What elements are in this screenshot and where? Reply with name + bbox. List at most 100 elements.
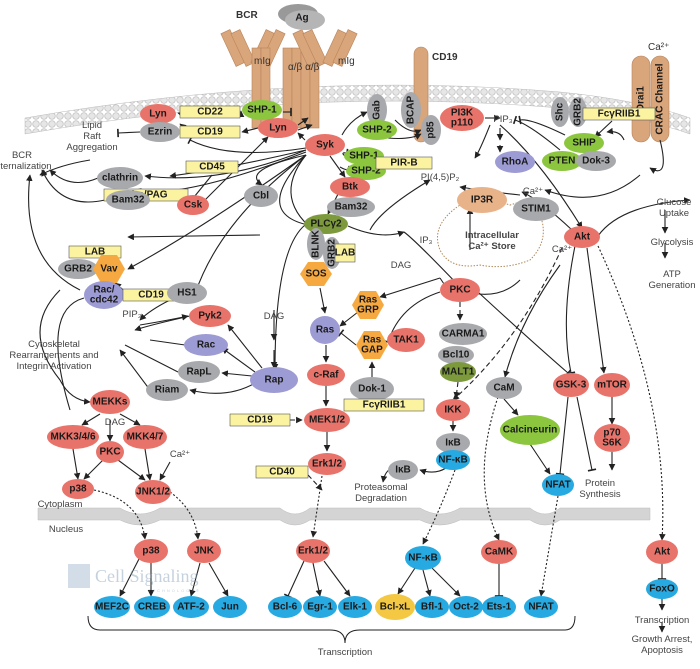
activation-edge (127, 233, 261, 241)
node-label: FcγRIIB1 (598, 109, 641, 120)
node-akt2: Akt (646, 540, 678, 564)
node-vav: Vav (93, 255, 125, 283)
node-bcl10: Bcl10 (438, 346, 474, 364)
node-lyn1: Lyn (140, 104, 176, 124)
activation-edge (394, 119, 422, 136)
node-label: Bam32 (335, 202, 368, 213)
node-pkc2: PKC (96, 441, 124, 463)
dag-rap-label: DAG (264, 311, 285, 322)
node-label: Ras (359, 295, 378, 306)
node-rhoa: RhoA (495, 151, 535, 173)
transcription-foxo-label: Transcription (635, 615, 690, 626)
node-label: Erk1/2 (312, 459, 342, 470)
node-erk2: Erk1/2 (296, 539, 330, 563)
node-label: GRB2 (64, 264, 92, 275)
node-grb2a: GRB2 (569, 97, 587, 127)
node-jnk: JNK (187, 539, 221, 563)
node-foxo: FoxO (646, 579, 678, 599)
transcription-bracket (87, 615, 576, 644)
inhibition-edge (187, 135, 307, 154)
node-dok1: Dok-1 (350, 377, 394, 401)
node-hs1: HS1 (167, 282, 207, 304)
cell-signaling-logo: Cell Signaling TECHNOLOGY® (68, 564, 199, 593)
node-clathrin: clathrin (97, 167, 143, 189)
node-bclxl: Bcl-xL (375, 594, 415, 620)
glucose-uptake-label: Uptake (659, 208, 689, 219)
node-label: PKC (449, 285, 470, 296)
node-camk: CaMK (481, 540, 517, 564)
inhibition-edge (337, 329, 357, 346)
activation-edge (144, 448, 153, 481)
node-p85: p85 (421, 115, 441, 145)
node-label: Bfl-1 (421, 602, 444, 613)
lipid-raft-label: Aggregation (66, 142, 117, 153)
node-cd40: CD40 (255, 465, 309, 479)
node-lyn2: Lyn (258, 118, 298, 138)
mig-left-label: mIg (254, 56, 271, 67)
transcription-bottom-label: Transcription (318, 647, 373, 658)
node-mekks: MEKKs (90, 390, 130, 414)
node-label: BLNK (311, 229, 322, 258)
growth-arrest-label: Apoptosis (641, 645, 683, 656)
ca-akt-label: Ca²⁺ (552, 244, 572, 255)
node-label: JNK (194, 546, 215, 557)
dag-mekk-label: DAG (105, 417, 126, 428)
activation-edge (59, 379, 91, 405)
node-label: clathrin (102, 173, 138, 184)
activation-edge (72, 448, 81, 480)
activation-edge (279, 154, 314, 229)
pip3-top-label: PIP₃ (493, 114, 512, 125)
node-bfl1: Bfl-1 (415, 596, 449, 618)
node-label: GRB2 (327, 239, 338, 267)
activation-edge (307, 474, 323, 491)
node-label: SOS (305, 269, 326, 280)
activation-edge (139, 314, 189, 326)
node-label: MKK3/4/6 (50, 432, 95, 443)
node-fcg1: FcγRIIB1 (582, 107, 656, 121)
node-label: LAB (335, 248, 356, 259)
pi45p2-label: PI(4,5)P₂ (421, 172, 460, 183)
node-label: CD40 (269, 467, 295, 478)
activation-edge (119, 556, 141, 597)
node-cbl: Cbl (244, 185, 278, 207)
node-nfkb1: NF-κB (436, 450, 470, 470)
activation-edge (124, 344, 179, 373)
node-label: Erk1/2 (298, 546, 328, 557)
node-mef2c: MEF2C (94, 596, 130, 618)
node-nfat2: NFAT (524, 596, 558, 618)
node-label: GRP (357, 305, 379, 316)
protein-synthesis-label: Protein (585, 478, 615, 489)
node-label: MEKKs (92, 397, 127, 408)
node-label: PI3K (451, 108, 474, 119)
node-label: p38 (142, 546, 160, 557)
node-label: p85 (426, 121, 437, 139)
annotation-labels: LipidRaftAggregationBCRInternalizationCy… (0, 114, 696, 658)
activation-edge (474, 124, 491, 159)
node-label: Lyn (149, 109, 166, 120)
ca-mid-label: Ca²⁺ (523, 186, 543, 197)
node-rac: Rac (184, 334, 228, 356)
node-csk: Csk (177, 195, 209, 215)
node-label: Vav (100, 264, 118, 275)
activation-edge (159, 461, 171, 481)
activation-edge (341, 111, 368, 136)
node-tak1: TAK1 (387, 328, 425, 352)
node-label: Rac (197, 340, 216, 351)
activation-edge (189, 562, 201, 597)
node-label: Cbl (253, 191, 269, 202)
node-label: PIR-B (390, 158, 417, 169)
node-label: Dok-1 (358, 384, 386, 395)
node-label: CaMK (485, 547, 514, 558)
lipid-raft-label: Lipid (82, 120, 102, 131)
node-egr1: Egr-1 (303, 596, 337, 618)
pip3-left-label: PIP₃ (122, 309, 141, 320)
node-grb2c: GRB2 (58, 259, 98, 279)
proteasomal-label: Degradation (355, 493, 407, 504)
cd19-receptor-label: CD19 (432, 52, 458, 63)
node-label: cdc42 (90, 295, 119, 306)
node-pkc1: PKC (440, 278, 480, 302)
activation-edge (422, 569, 432, 597)
activation-edge (339, 311, 359, 327)
activation-edge (529, 443, 551, 475)
